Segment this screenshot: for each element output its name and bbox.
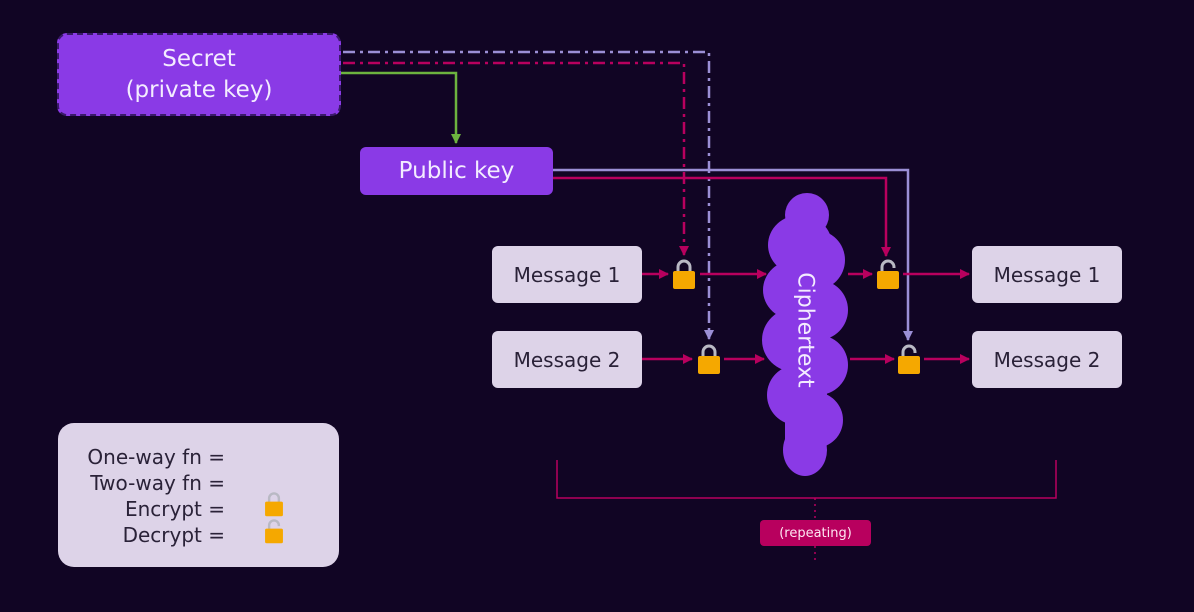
repeating-bracket — [556, 460, 1057, 499]
message-1-input-box: Message 1 — [492, 246, 642, 303]
public-to-decrypt1-arrow — [553, 176, 891, 257]
message-2-input-label: Message 2 — [513, 347, 621, 372]
message-1-output-label: Message 1 — [993, 262, 1101, 287]
legend-encrypt-label: Encrypt = — [124, 497, 225, 521]
ciphertext-label: Ciphertext — [792, 272, 818, 388]
message-1-output-box: Message 1 — [972, 246, 1122, 303]
message-2-input-box: Message 2 — [492, 331, 642, 388]
public-key-box: Public key — [360, 147, 553, 195]
message-2-output-box: Message 2 — [972, 331, 1122, 388]
secret-box: Secret (private key) — [57, 33, 341, 116]
secret-to-encrypt1-arrow — [343, 61, 689, 256]
legend-two-way-label: Two-way fn = — [90, 471, 225, 495]
message-1-input-label: Message 1 — [513, 262, 621, 287]
legend-decrypt-label: Decrypt = — [122, 523, 225, 547]
ciphertext-cloud — [762, 193, 848, 476]
secret-to-encrypt2-arrow — [343, 50, 714, 340]
lock-open-icon — [877, 259, 899, 289]
legend-lock-open-icon — [265, 519, 283, 544]
secret-to-public-arrow — [341, 71, 461, 144]
lock-closed-icon — [698, 344, 720, 374]
public-to-decrypt2-arrow — [553, 168, 913, 341]
legend-one-way-label: One-way fn = — [87, 445, 225, 469]
public-key-label: Public key — [398, 158, 515, 184]
repeating-badge: (repeating) — [760, 520, 871, 546]
legend-lock-closed-icon — [265, 492, 283, 517]
legend-panel — [58, 423, 339, 567]
lock-open-icon — [898, 344, 920, 374]
secret-title: Secret — [162, 45, 236, 72]
lock-closed-icon — [673, 259, 695, 289]
message-2-output-label: Message 2 — [993, 347, 1101, 372]
secret-subtitle: (private key) — [125, 76, 273, 103]
